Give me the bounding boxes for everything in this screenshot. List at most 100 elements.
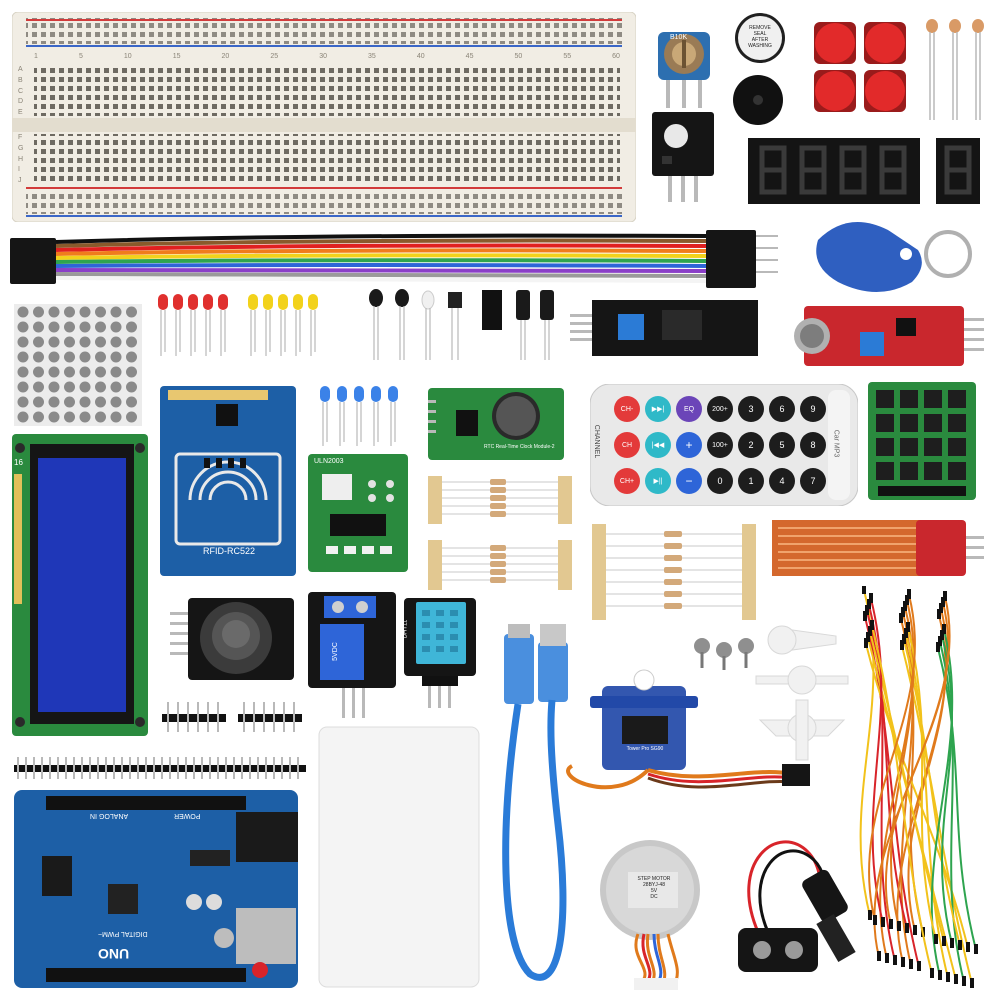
- remote-key-plus[interactable]: +: [676, 432, 702, 458]
- remote-key-ch-minus[interactable]: CH-: [614, 396, 640, 422]
- remote-key-ch[interactable]: CH: [614, 432, 640, 458]
- breadboard-row-letters-bottom: F G H I J: [18, 134, 28, 184]
- passive-buzzer: REMOVE SEAL AFTER WASHING: [734, 12, 786, 64]
- yellow-leds: [246, 292, 324, 358]
- breadboard-row-label: G: [18, 144, 24, 152]
- lcd-pin-label: 16: [14, 458, 23, 467]
- breadboard-row-label: A: [18, 66, 23, 73]
- photoresistors: [922, 18, 988, 122]
- breadboard-col-label: 50: [514, 53, 523, 60]
- remote-key-200[interactable]: 200+: [707, 396, 733, 422]
- remote-key-8[interactable]: 8: [800, 432, 826, 458]
- uln2003-driver-board: ULN2003: [308, 454, 408, 572]
- breadboard-row-label: C: [18, 87, 24, 95]
- remote-key-minus[interactable]: −: [676, 468, 702, 494]
- ir-receiver-module: [652, 112, 714, 204]
- servo-horns: [752, 620, 852, 766]
- active-buzzer: [732, 74, 784, 126]
- breadboard-row-label: J: [18, 177, 22, 184]
- joystick-module: [170, 592, 296, 684]
- remote-key-6[interactable]: 6: [769, 396, 795, 422]
- remote-key-1[interactable]: 1: [738, 468, 764, 494]
- battery-clip-and-dc-jack: [728, 822, 870, 990]
- rfid-card: [318, 726, 480, 988]
- dupont-ribbon-cable: [6, 226, 780, 296]
- remote-key-2[interactable]: 2: [738, 432, 764, 458]
- rtc-label: RTC Real-Time Clock Module-2: [484, 444, 555, 450]
- stepper-motor-28byj48: STEP MOTOR 28BYJ-48 5V DC: [598, 830, 708, 990]
- four-digit-seven-segment-display: [748, 138, 920, 204]
- potentiometer: B10K: [652, 18, 716, 110]
- i2c-lcd-adapter: [570, 300, 766, 356]
- breadboard-col-label: 10: [123, 53, 132, 60]
- sticker-line: SEAL: [753, 31, 767, 37]
- remote-key-prev[interactable]: ▶▶|: [645, 396, 671, 422]
- breadboard-col-label: 45: [465, 53, 474, 60]
- stepper-label: STEP MOTOR 28BYJ-48 5V DC: [630, 876, 678, 900]
- breadboard-col-label: 5: [78, 53, 83, 60]
- remote-key-100[interactable]: 100+: [707, 432, 733, 458]
- transistors-and-capacitors: [364, 288, 560, 362]
- remote-key-5[interactable]: 5: [769, 432, 795, 458]
- remote-key-3[interactable]: 3: [738, 396, 764, 422]
- breadboard-col-label: 20: [221, 53, 230, 60]
- breadboard-column-numbers: 1 5 10 15 20 25 30 35 40 45 50 55 60: [34, 53, 620, 63]
- remote-key-4[interactable]: 4: [769, 468, 795, 494]
- arduino-board-name: UNO: [98, 946, 130, 962]
- rfid-rc522-module: RFID-RC522: [160, 386, 296, 576]
- led-dot-matrix: [14, 304, 142, 426]
- buzzer-sticker: REMOVE SEAL AFTER WASHING: [742, 25, 778, 49]
- breadboard-row-label: H: [18, 155, 24, 163]
- resistor-bundle-upper: [424, 472, 576, 596]
- breadboard-row-label: E: [18, 109, 23, 116]
- breadboard-col-label: 35: [368, 53, 376, 60]
- breadboard-col-label: 30: [319, 53, 327, 60]
- breadboard-row-letters-top: A B C D E: [18, 66, 28, 116]
- stepper-label-line: DC: [650, 894, 658, 900]
- relay-label: 5VDC: [331, 642, 339, 661]
- rfid-module-label: RFID-RC522: [202, 546, 255, 556]
- stepper-label-line: 28BYJ-48: [643, 882, 665, 888]
- arduino-digital-label: DIGITAL PWM~: [98, 930, 148, 937]
- arduino-uno-board: UNO DIGITAL PWM~ ANALOG IN POWER: [14, 790, 298, 988]
- usb-cable: [490, 624, 590, 990]
- ir-remote-control: CHANNEL Car MP3 CH- ▶▶| EQ 200+ 3 6 9 CH…: [589, 383, 859, 507]
- breadboard-row-label: B: [18, 76, 23, 84]
- remote-key-0[interactable]: 0: [707, 468, 733, 494]
- remote-key-7[interactable]: 7: [800, 468, 826, 494]
- driver-label: ULN2003: [314, 458, 344, 465]
- breadboard-row-label: F: [18, 134, 23, 141]
- breadboard-col-label: 1: [34, 53, 38, 60]
- servo-label: Tower Pro SG90: [626, 746, 664, 752]
- breadboard-row-label: D: [18, 98, 24, 106]
- membrane-keypad-4x4: [868, 382, 976, 500]
- breadboard-row-label: I: [18, 166, 20, 174]
- breadboard-col-label: 55: [563, 53, 572, 60]
- remote-key-eq[interactable]: EQ: [676, 396, 702, 422]
- arduino-power-label: POWER: [174, 812, 201, 819]
- remote-key-ch-plus[interactable]: CH+: [614, 468, 640, 494]
- arduino-analog-label: ANALOG IN: [90, 812, 129, 819]
- dht11-label: DHT11: [402, 619, 409, 639]
- remote-key-next[interactable]: |◀◀: [645, 432, 671, 458]
- stepper-label-line: 5V: [650, 888, 658, 894]
- water-level-sensor: [772, 516, 986, 582]
- remote-channel-label: CHANNEL: [593, 424, 601, 459]
- remote-brand-label: Car MP3: [832, 429, 840, 458]
- jumper-wires-bundle: [856, 584, 990, 990]
- breadboard-col-label: 15: [172, 53, 181, 60]
- push-button-caps: [810, 18, 910, 116]
- breadboard-col-label: 25: [270, 53, 279, 60]
- potentiometer-label: B10K: [670, 34, 688, 41]
- lcd-1602-display: 16: [12, 434, 148, 736]
- stepper-label-line: STEP MOTOR: [637, 876, 671, 882]
- rfid-key-fob: [808, 210, 974, 298]
- remote-key-9[interactable]: 9: [800, 396, 826, 422]
- male-pin-headers: [160, 700, 306, 734]
- long-pin-header: [14, 756, 306, 780]
- remote-key-play[interactable]: ▶||: [645, 468, 671, 494]
- red-leds: [156, 292, 234, 358]
- relay-module: 5VDC: [308, 592, 396, 720]
- sticker-line: AFTER: [751, 37, 769, 43]
- servo-screws: [692, 636, 756, 672]
